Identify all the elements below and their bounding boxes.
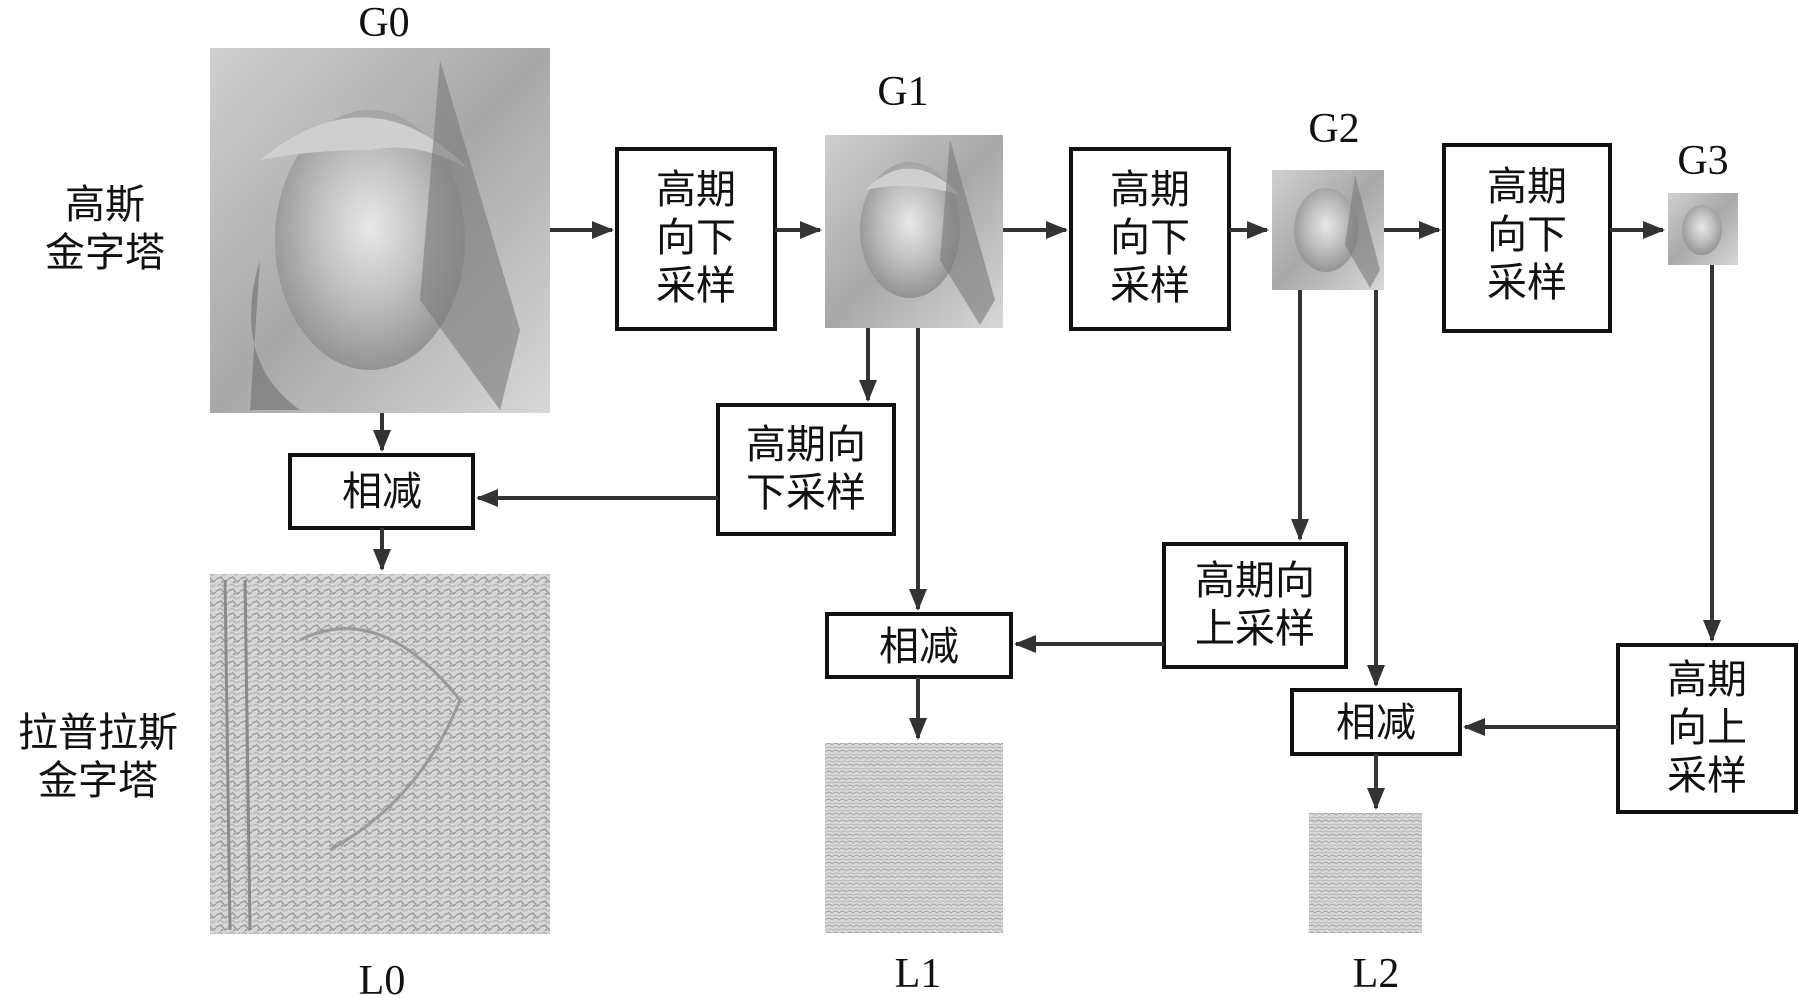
label-g1: G1 [877,69,928,115]
image-g2 [1272,170,1384,290]
label-l1: L1 [895,951,942,997]
image-l1 [825,743,1003,933]
svg-text:采样: 采样 [1667,753,1747,799]
upsample-box-g1: 高期向 下采样 [716,403,896,536]
upsample-box-g2: 高期向 上采样 [1162,542,1348,669]
svg-text:高期: 高期 [1667,657,1747,703]
svg-text:高期: 高期 [1110,167,1190,213]
gaussian-pyramid-label: 高斯 金字塔 [45,182,165,276]
svg-text:向下: 向下 [1487,212,1567,258]
svg-text:下采样: 下采样 [746,470,866,516]
svg-text:相减: 相减 [342,469,422,515]
svg-text:向下: 向下 [656,215,736,261]
upsample-box-g3: 高期 向上 采样 [1616,643,1798,814]
svg-text:采样: 采样 [1487,260,1567,306]
image-l0 [210,574,550,934]
subtract-box-2: 相减 [1290,688,1462,756]
svg-text:高期: 高期 [656,167,736,213]
svg-text:拉普拉斯: 拉普拉斯 [18,710,178,756]
label-l0: L0 [359,958,406,998]
label-g0: G0 [358,0,409,46]
image-g0 [210,48,550,413]
downsample-box-2: 高期 向下 采样 [1069,147,1231,331]
svg-text:高斯: 高斯 [65,182,145,228]
svg-text:高期向: 高期向 [746,422,866,468]
downsample-box-1: 高期 向下 采样 [615,147,777,331]
svg-text:上采样: 上采样 [1195,606,1315,652]
svg-text:相减: 相减 [879,624,959,670]
svg-text:金字塔: 金字塔 [38,758,158,804]
svg-text:高期向: 高期向 [1195,558,1315,604]
svg-text:向下: 向下 [1110,215,1190,261]
downsample-box-3: 高期 向下 采样 [1442,143,1612,333]
svg-text:高期: 高期 [1487,164,1567,210]
svg-text:采样: 采样 [656,263,736,309]
subtract-box-1: 相减 [825,612,1013,679]
image-l2 [1309,813,1422,933]
arrows [373,221,1721,810]
svg-text:采样: 采样 [1110,263,1190,309]
label-g2: G2 [1308,106,1359,152]
svg-text:金字塔: 金字塔 [45,230,165,276]
laplacian-pyramid-label: 拉普拉斯 金字塔 [18,710,178,804]
svg-text:相减: 相减 [1336,700,1416,746]
label-l2: L2 [1353,951,1400,997]
image-g3 [1668,193,1738,265]
subtract-box-0: 相减 [288,453,475,530]
svg-text:向上: 向上 [1667,705,1747,751]
label-g3: G3 [1677,138,1728,184]
image-g1 [825,135,1003,328]
